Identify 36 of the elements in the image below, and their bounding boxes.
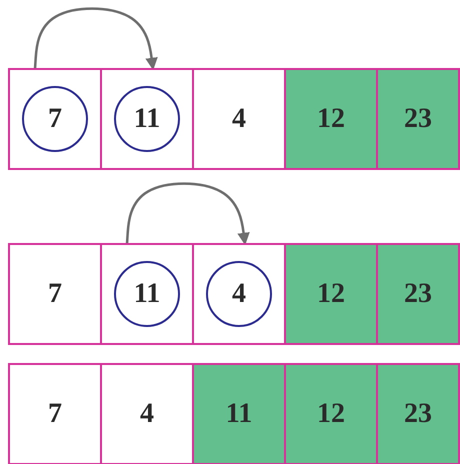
curved-arrow xyxy=(34,7,158,70)
number: 23 xyxy=(404,105,432,133)
array-cell xyxy=(284,363,378,464)
array-cell xyxy=(100,363,194,464)
number: 7 xyxy=(48,280,62,308)
cell-box xyxy=(100,68,194,170)
array-cell xyxy=(8,243,102,345)
number: 4 xyxy=(232,105,246,133)
array-cell xyxy=(192,68,286,170)
circle-marker xyxy=(206,261,272,327)
array-cell xyxy=(284,243,378,345)
number: 23 xyxy=(404,280,432,308)
number: 4 xyxy=(232,280,246,308)
circle-marker xyxy=(114,86,180,152)
circle-marker xyxy=(22,86,88,152)
number: 23 xyxy=(404,400,432,428)
array-cell xyxy=(376,363,460,464)
array-cell xyxy=(376,243,460,345)
number: 12 xyxy=(317,105,345,133)
array-cell xyxy=(376,68,460,170)
number: 7 xyxy=(48,105,62,133)
number: 7 xyxy=(48,400,62,428)
number: 11 xyxy=(226,400,252,428)
circle-marker xyxy=(114,261,180,327)
array-cell xyxy=(8,363,102,464)
number: 4 xyxy=(140,400,154,428)
cell-box xyxy=(8,68,102,170)
number: 11 xyxy=(134,280,160,308)
array-cell xyxy=(192,363,286,464)
number: 12 xyxy=(317,280,345,308)
curved-arrow xyxy=(126,182,250,246)
number: 12 xyxy=(317,400,345,428)
cell-box xyxy=(192,243,286,345)
number: 11 xyxy=(134,105,160,133)
cell-box xyxy=(100,243,194,345)
array-cell xyxy=(284,68,378,170)
